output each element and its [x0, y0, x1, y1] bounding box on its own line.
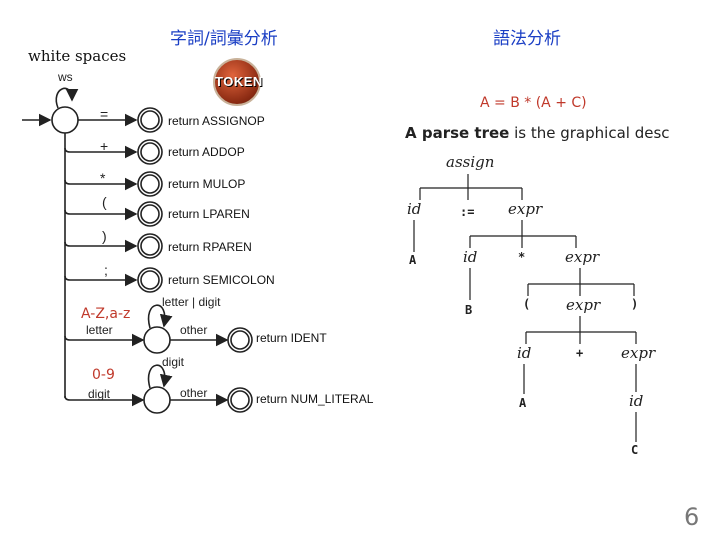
node-id-2: id — [463, 248, 478, 266]
node-star: * — [518, 250, 526, 264]
symbol-plus: + — [100, 138, 109, 154]
ident-enter-label: letter — [86, 323, 113, 337]
parsed-expression: A = B * (A + C) — [480, 95, 587, 111]
symbol-rparen: ) — [102, 228, 107, 244]
symbol-semicolon: ; — [104, 262, 108, 278]
number-loop-label: digit — [162, 355, 185, 369]
node-assign: assign — [446, 153, 495, 171]
parse-tree-caption-rest: is the graphical desc — [514, 124, 670, 142]
number-loop — [147, 364, 173, 389]
node-colon-eq: := — [460, 205, 475, 219]
symbol-star: * — [100, 170, 106, 186]
token-semicolon: return SEMICOLON — [168, 273, 275, 287]
node-rparen: ) — [631, 297, 639, 311]
token-assignop: return ASSIGNOP — [168, 114, 265, 128]
leaf-A-2: A — [519, 396, 527, 410]
token-ident: return IDENT — [256, 331, 327, 345]
node-expr-2: expr — [565, 248, 600, 266]
symbol-lparen: ( — [102, 194, 107, 210]
lexical-analysis-title: 字詞/詞彙分析 — [170, 29, 278, 49]
ws-label: ws — [58, 70, 73, 84]
node-expr-1: expr — [508, 200, 543, 218]
ws-loop — [55, 87, 79, 109]
node-plus: + — [576, 346, 584, 360]
ident-other-label: other — [180, 323, 208, 337]
token-mulop: return MULOP — [168, 177, 246, 191]
token-rparen: return RPAREN — [168, 240, 252, 254]
white-spaces-heading: white spaces — [28, 47, 127, 65]
leaf-A-1: A — [409, 253, 417, 267]
ident-loop — [147, 304, 173, 329]
ident-range-label: A-Z,a-z — [81, 306, 131, 322]
token-num-literal: return NUM_LITERAL — [256, 392, 374, 406]
page-number: 6 — [684, 503, 700, 531]
number-enter-label: digit — [88, 387, 111, 401]
ident-loop-label: letter | digit — [162, 295, 221, 309]
node-expr-4: expr — [621, 344, 656, 362]
node-lparen: ( — [523, 297, 531, 311]
symbol-assign: = — [100, 106, 109, 122]
parse-tree-caption-bold: A parse tree — [405, 124, 510, 142]
token-lparen: return LPAREN — [168, 207, 250, 221]
syntax-analysis-title: 語法分析 — [493, 29, 561, 49]
node-id-3: id — [517, 344, 532, 362]
parse-tree-caption: A parse tree is the graphical desc — [405, 124, 670, 142]
node-id-4: id — [629, 392, 644, 410]
token-badge-logo: TOKEN — [213, 58, 263, 106]
token-addop: return ADDOP — [168, 145, 245, 159]
token-badge-text: TOKEN — [215, 74, 263, 89]
scanner-diagram — [22, 87, 253, 414]
node-id-1: id — [407, 200, 422, 218]
leaf-C: C — [631, 443, 639, 457]
number-other-label: other — [180, 386, 208, 400]
number-range-label: 0-9 — [92, 367, 115, 383]
node-expr-3: expr — [566, 296, 601, 314]
leaf-B: B — [465, 303, 473, 317]
